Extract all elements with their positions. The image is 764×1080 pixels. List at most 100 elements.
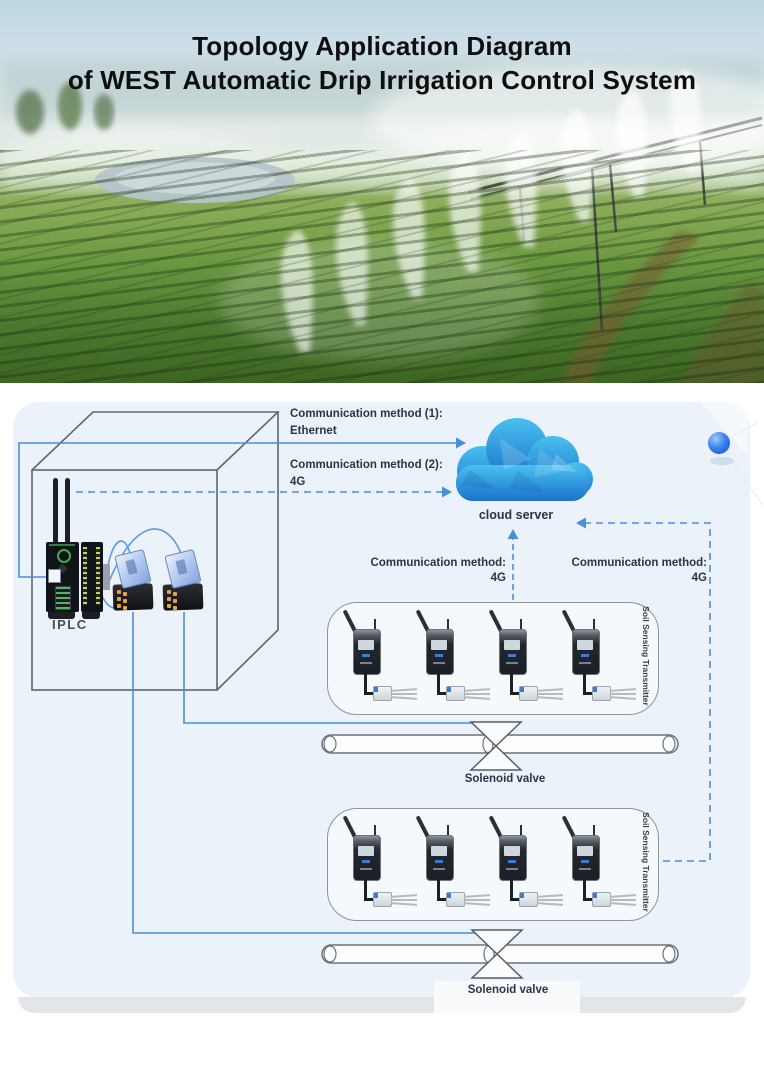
soil-probe-connector (374, 893, 378, 898)
device-foot (82, 612, 100, 619)
control-cabinet-outline (31, 411, 281, 691)
soil-transmitter (414, 815, 491, 915)
transmitter-led (435, 860, 443, 863)
transmitter-body (572, 835, 600, 881)
transmitter-screen (504, 846, 520, 856)
valve-2-icon (470, 929, 524, 979)
solenoid-valve-1-label: Solenoid valve (464, 773, 546, 785)
sensor-cable (437, 672, 440, 694)
iplc-io-module (81, 542, 103, 612)
page-title-line-2: of WEST Automatic Drip Irrigation Contro… (67, 65, 697, 95)
transmitter-label-line (506, 868, 518, 870)
io-pins (96, 547, 100, 605)
farm-photo-banner (0, 0, 764, 383)
ethernet-line (18, 437, 466, 578)
sensor-cable (364, 672, 367, 694)
antenna-stub-icon (374, 825, 376, 837)
sensor-cable-elbow (583, 898, 594, 901)
transmitter-label-line (433, 868, 445, 870)
probe-prong (464, 693, 490, 695)
transmitter-led (362, 860, 370, 863)
probe-prong (464, 899, 490, 901)
uplink-line-group1 (507, 529, 519, 600)
solenoid-valve-2-label: Solenoid valve (467, 984, 549, 996)
page-title-line-1: Topology Application Diagram (192, 31, 572, 61)
soil-sensing-group-2 (327, 808, 659, 921)
side-plug (103, 564, 110, 590)
device-foot (48, 612, 75, 619)
transmitter-body (426, 835, 454, 881)
transmitter-row (341, 609, 641, 709)
soil-transmitter (487, 609, 564, 709)
sensor-cable (510, 672, 513, 694)
antenna-stub-icon (520, 825, 522, 837)
transmitter-label-line (360, 868, 372, 870)
sensor-cable-elbow (364, 898, 375, 901)
sensor-cable (437, 878, 440, 900)
soil-transmitter (560, 815, 637, 915)
soil-transmitter (341, 815, 418, 915)
probe-prong (609, 696, 637, 700)
power-ring-icon (57, 549, 71, 563)
cellular-4g-line (76, 486, 452, 498)
probe-prong (610, 693, 636, 695)
uplink-right-label: Communication method: (571, 557, 707, 569)
antenna-stub-icon (447, 825, 449, 837)
iplc-label: IPLC (52, 617, 88, 632)
antenna-stub-icon (520, 619, 522, 631)
comm1-value: Ethernet (290, 425, 337, 437)
iplc-main-module (46, 542, 79, 612)
probe-prong (537, 693, 563, 695)
transmitter-screen (358, 640, 374, 650)
relay1-valve2-line (132, 612, 478, 934)
soil-probe-connector (520, 893, 524, 898)
transmitter-body (499, 835, 527, 881)
valve-label-tab (434, 981, 580, 1013)
soil-transmitter (341, 609, 418, 709)
relay-module-2 (162, 548, 204, 614)
transmitter-screen (577, 640, 593, 650)
uplink-left-value: 4G (490, 572, 506, 584)
sensor-cable (364, 878, 367, 900)
sensor-cable-elbow (437, 692, 448, 695)
soil-probe-connector (593, 893, 597, 898)
transmitter-label-line (433, 662, 445, 664)
transmitter-led (435, 654, 443, 657)
io-pins (83, 547, 87, 605)
sensor-cable-elbow (437, 898, 448, 901)
comm2-value: 4G (290, 476, 306, 488)
soil-probe-connector (447, 893, 451, 898)
transmitter-led (508, 654, 516, 657)
sensor-cable (510, 878, 513, 900)
uplink-left-label: Communication method: (370, 557, 506, 569)
soil-probe-connector (593, 687, 597, 692)
antenna-icon (65, 478, 70, 544)
probe-prong (537, 899, 563, 901)
sensor-cable-elbow (510, 692, 521, 695)
relay-module-1 (112, 548, 154, 614)
probe-prong (609, 894, 637, 898)
cloud-server-label: cloud server (478, 508, 554, 522)
comm2-label: Communication method (2): (290, 459, 443, 471)
probe-prong (391, 693, 417, 695)
crop-rows-texture (0, 150, 764, 383)
transmitter-led (581, 860, 589, 863)
probe-prong (609, 902, 637, 906)
cloud-icon (456, 418, 593, 501)
probe-prong (609, 688, 637, 692)
sensor-cable-elbow (364, 692, 375, 695)
sensor-cable (583, 878, 586, 900)
sensor-cable-elbow (583, 692, 594, 695)
transmitter-body (499, 629, 527, 675)
ethernet-port (48, 569, 61, 583)
transmitter-screen (358, 846, 374, 856)
terminal-connector (55, 586, 71, 610)
soil-transmitter (414, 609, 491, 709)
transmitter-screen (577, 846, 593, 856)
antenna-stub-icon (374, 619, 376, 631)
transmitter-body (572, 629, 600, 675)
soil-probe-connector (374, 687, 378, 692)
uplink-right-value: 4G (691, 572, 707, 584)
